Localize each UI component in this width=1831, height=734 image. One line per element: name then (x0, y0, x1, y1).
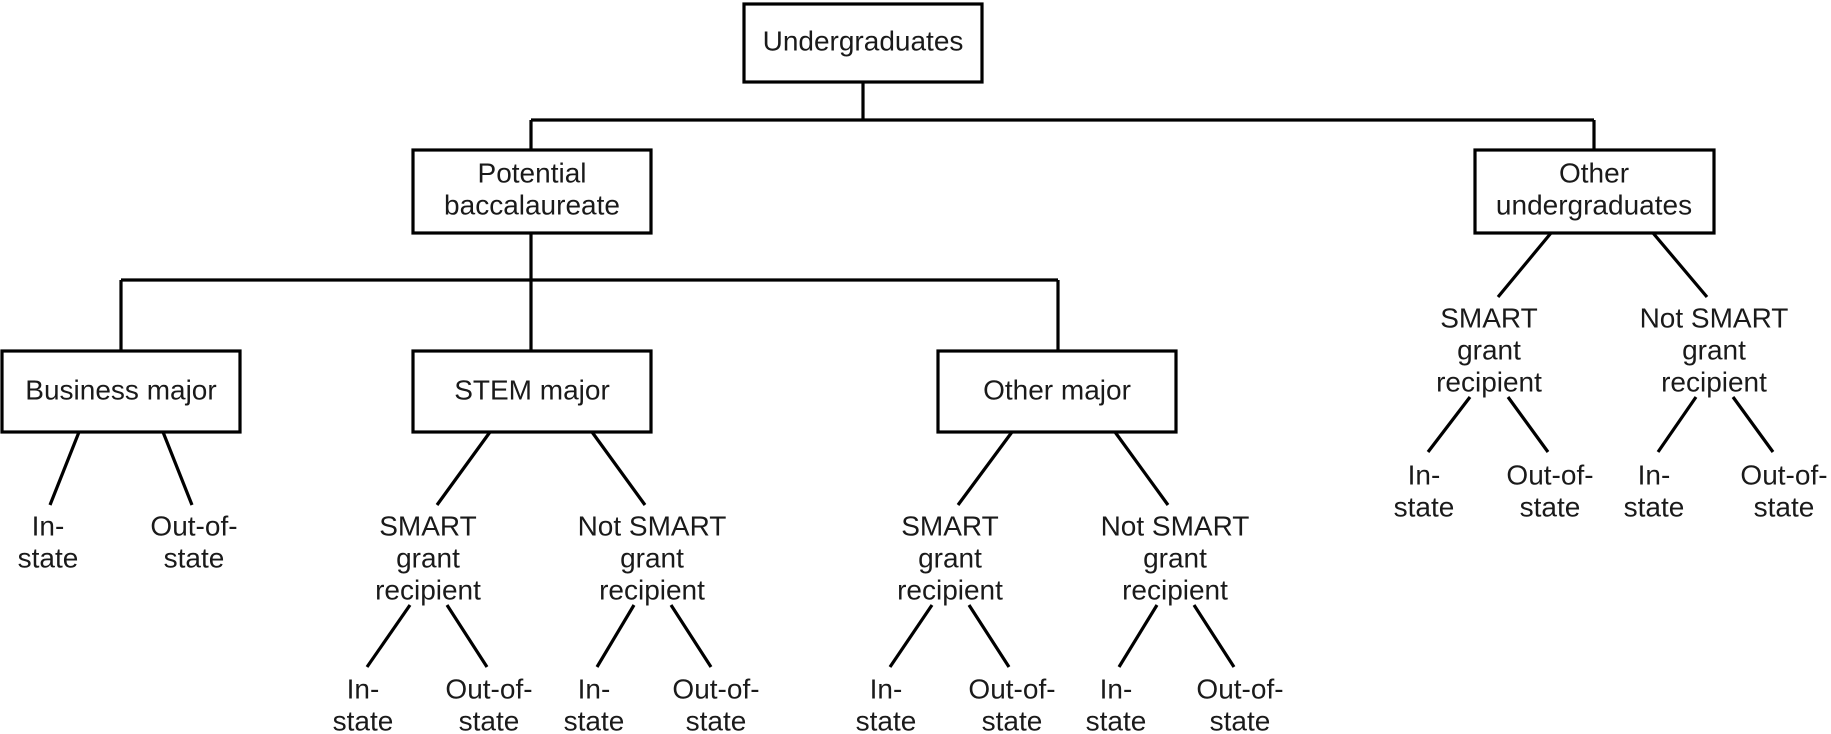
edges-other-major-to-grant (956, 431, 1170, 506)
edges-other-ug-to-grant (1496, 231, 1709, 299)
leaf-ou-smart-out-of-state-line1: Out-of- (1506, 459, 1593, 490)
leaf-stem-not-smart-line1: Not SMART (578, 510, 727, 541)
edge-stem-not-smart-to-out-of-state (669, 604, 713, 668)
edge-other-smart-to-out-of-state (967, 604, 1011, 668)
label-undergraduates: Undergraduates (763, 25, 964, 56)
leaf-other-major-not-smart-line3: recipient (1122, 574, 1228, 605)
leaf-ou-not-smart-line3: recipient (1661, 366, 1767, 397)
edges-other-major-not-smart-leaves (1117, 604, 1236, 668)
node-box-undergraduates[interactable] (742, 2, 984, 84)
edge-ou-smart-to-out-of-state (1506, 396, 1550, 453)
leaf-business-out-of-state-line2: state (164, 542, 225, 573)
leaf-business-in-state-line2: state (18, 542, 79, 573)
leaf-other-major-not-smart-line1: Not SMART (1101, 510, 1250, 541)
leaf-ou-not-smart-in-state-line2: state (1624, 491, 1685, 522)
leaf-business-out-of-state-line1: Out-of- (150, 510, 237, 541)
leaf-ou-smart-in-state-line2: state (1394, 491, 1455, 522)
node-box-potential-baccalaureate[interactable] (411, 148, 653, 235)
leaf-ou-not-smart-out-of-state-line2: state (1754, 491, 1815, 522)
leaf-other-major-smart-line3: recipient (897, 574, 1003, 605)
edges-ou-smart-leaves (1426, 396, 1550, 453)
edges-other-major-smart-leaves (888, 604, 1011, 668)
label-potential-baccalaureate-line2: baccalaureate (444, 189, 620, 220)
leaf-stem-smart-out-of-state-line1: Out-of- (445, 673, 532, 704)
edge-stem-to-smart (435, 431, 492, 506)
label-stem-major: STEM major (454, 374, 610, 405)
edges-ou-not-smart-leaves (1656, 396, 1775, 453)
edges-stem-smart-leaves (365, 604, 489, 668)
leaf-ou-not-smart-line1: Not SMART (1640, 302, 1789, 333)
label-other-undergraduates-line1: Other (1559, 157, 1629, 188)
leaf-other-not-smart-out-of-state-line1: Out-of- (1196, 673, 1283, 704)
node-box-business-major[interactable] (0, 349, 242, 434)
leaf-ou-not-smart-line2: grant (1682, 334, 1746, 365)
edge-other-ug-to-not-smart (1651, 231, 1709, 299)
leaf-other-major-smart-line1: SMART (901, 510, 999, 541)
leaf-other-major-not-smart-line2: grant (1143, 542, 1207, 573)
leaf-stem-not-smart-in-state-line2: state (564, 705, 625, 734)
edge-business-to-out-of-state (161, 431, 194, 506)
edge-other-major-to-smart (956, 431, 1014, 506)
node-box-other-undergraduates[interactable] (1473, 148, 1716, 235)
edges-business-major-leaves (48, 431, 194, 506)
edge-stem-smart-to-out-of-state (445, 604, 489, 668)
connector-root-to-level2 (529, 82, 1596, 150)
leaf-ou-not-smart-in-state-line1: In- (1638, 459, 1671, 490)
leaf-ou-smart-out-of-state-line2: state (1520, 491, 1581, 522)
leaf-stem-smart-in-state-line2: state (333, 705, 394, 734)
edge-other-major-to-not-smart (1113, 431, 1170, 506)
edge-other-not-smart-to-out-of-state (1192, 604, 1236, 668)
label-business-major: Business major (25, 374, 216, 405)
edge-other-not-smart-to-in-state (1117, 604, 1159, 668)
leaf-stem-smart-in-state-line1: In- (347, 673, 380, 704)
leaf-stem-not-smart-in-state-line1: In- (578, 673, 611, 704)
leaf-stem-smart-line2: grant (396, 542, 460, 573)
edge-stem-not-smart-to-in-state (595, 604, 636, 668)
leaf-other-not-smart-out-of-state-line2: state (1210, 705, 1271, 734)
edge-other-smart-to-in-state (888, 604, 934, 668)
leaf-stem-smart-out-of-state-line2: state (459, 705, 520, 734)
leaf-stem-smart-line3: recipient (375, 574, 481, 605)
leaf-ou-smart-line1: SMART (1440, 302, 1538, 333)
edge-other-ug-to-smart (1496, 231, 1553, 299)
edge-business-to-in-state (48, 431, 81, 506)
label-other-undergraduates-line2: undergraduates (1496, 189, 1692, 220)
edge-stem-smart-to-in-state (365, 604, 412, 668)
leaf-stem-smart-line1: SMART (379, 510, 477, 541)
leaf-other-smart-in-state-line2: state (856, 705, 917, 734)
node-box-stem-major[interactable] (411, 349, 653, 434)
leaf-business-in-state-line1: In- (32, 510, 65, 541)
edge-ou-smart-to-in-state (1426, 396, 1472, 453)
leaf-stem-not-smart-line2: grant (620, 542, 684, 573)
leaf-stem-not-smart-line3: recipient (599, 574, 705, 605)
leaf-ou-not-smart-out-of-state-line1: Out-of- (1740, 459, 1827, 490)
leaf-other-major-smart-line2: grant (918, 542, 982, 573)
leaf-other-smart-out-of-state-line2: state (982, 705, 1043, 734)
leaf-stem-not-smart-out-of-state-line1: Out-of- (672, 673, 759, 704)
edge-ou-not-smart-to-out-of-state (1731, 396, 1775, 453)
leaf-stem-not-smart-out-of-state-line2: state (686, 705, 747, 734)
edge-stem-to-not-smart (590, 431, 647, 506)
leaf-ou-smart-line2: grant (1457, 334, 1521, 365)
leaf-other-not-smart-in-state-line2: state (1086, 705, 1147, 734)
leaf-other-not-smart-in-state-line1: In- (1100, 673, 1133, 704)
leaf-ou-smart-line3: recipient (1436, 366, 1542, 397)
edge-ou-not-smart-to-in-state (1656, 396, 1698, 453)
leaf-other-smart-out-of-state-line1: Out-of- (968, 673, 1055, 704)
leaf-other-smart-in-state-line1: In- (870, 673, 903, 704)
edges-stem-major-to-grant (435, 431, 647, 506)
label-other-major: Other major (983, 374, 1131, 405)
edges-stem-not-smart-leaves (595, 604, 713, 668)
node-box-other-major[interactable] (936, 349, 1178, 434)
label-potential-baccalaureate-line1: Potential (478, 157, 587, 188)
leaf-ou-smart-in-state-line1: In- (1408, 459, 1441, 490)
connector-potential-to-majors (119, 233, 1060, 351)
